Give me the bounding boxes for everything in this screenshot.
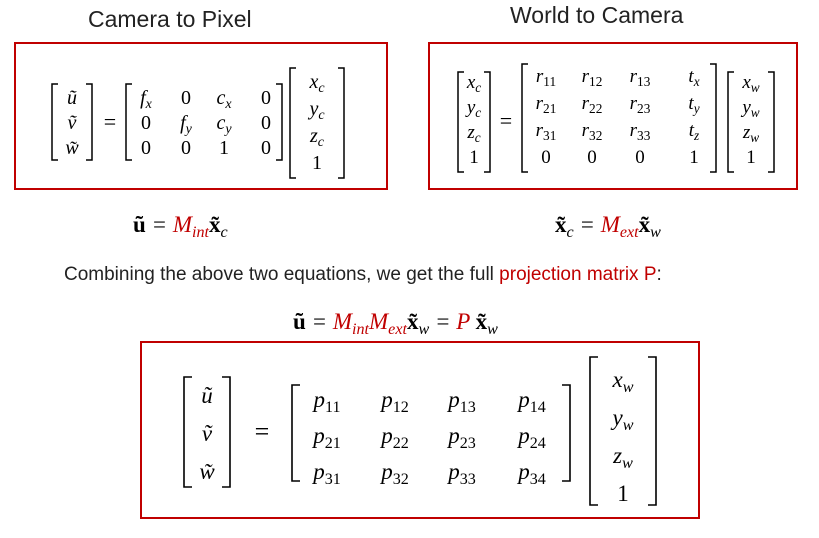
projection-equation-box	[140, 341, 700, 519]
projection-matrix-entry-r2c1: p32	[379, 459, 409, 488]
projection-lhs-entry-1: ṽ	[202, 421, 213, 446]
intrinsic-equation-box	[14, 42, 388, 190]
projection-vector-entry-3: 1	[617, 481, 629, 506]
intrinsic-matrix-entry-r1c0: 0	[141, 112, 151, 134]
intrinsic-matrix-entry-r2c3: 0	[261, 137, 271, 159]
projection-lhs-entry-0: ũ	[201, 383, 213, 408]
extrinsic-vector-entry-3: 1	[746, 147, 756, 168]
combining-sentence: Combining the above two equations, we ge…	[64, 264, 662, 286]
intrinsic-lhs-entry-1: ṽ	[68, 112, 78, 134]
intrinsic-lhs-entry-2: w̃	[65, 137, 79, 159]
intrinsic-matrix-entry-r2c2: 1	[219, 137, 229, 159]
world-to-camera-heading: World to Camera	[510, 2, 684, 28]
projection-matrix-highlight: projection matrix P	[499, 264, 657, 285]
projection-matrix-equation: ũṽ w̃ = p11 p12 p13 p14 p21 p22 p23 p24 p31 p32 p33…	[183, 356, 657, 506]
intrinsic-matrix-entry-r0c0: fx	[140, 87, 153, 112]
extrinsic-matrix-entry-r1c3: ty	[688, 93, 699, 116]
projection-equation: ũ = MintMextx̃w = P x̃w	[293, 309, 498, 338]
extrinsic-equation: x̃c = Mextx̃w	[555, 212, 661, 241]
intrinsic-matrix-entry-r2c0: 0	[141, 137, 151, 159]
projection-matrix-entry-r1c2: p23	[446, 423, 476, 452]
sentence-prefix: Combining the above two equations, we ge…	[64, 264, 500, 285]
projection-vector-entry-2: zw	[612, 443, 633, 472]
camera-to-pixel-heading: Camera to Pixel	[88, 6, 252, 32]
extrinsic-matrix-entry-r0c1: r12	[582, 66, 603, 89]
extrinsic-matrix-entry-r2c3: tz	[689, 120, 699, 143]
intrinsic-vector-entry-2: zc	[309, 125, 325, 150]
extrinsic-matrix-entry-r2c2: r33	[630, 120, 651, 143]
extrinsic-matrix-entry-r3c3: 1	[689, 147, 699, 168]
svg-text:=: =	[104, 109, 116, 134]
projection-vector-entry-1: yw	[611, 405, 634, 434]
projection-matrix-entry-r1c1: p22	[379, 423, 409, 452]
projection-matrix-entry-r1c0: p21	[311, 423, 341, 452]
projection-vector-entry-0: xw	[612, 367, 634, 396]
extrinsic-lhs-entry-0: xc	[466, 72, 481, 95]
projection-matrix-entry-r0c3: p14	[516, 387, 546, 416]
extrinsic-vector-entry-1: yw	[740, 97, 759, 120]
intrinsic-vector-entry-1: yc	[307, 98, 325, 123]
intrinsic-equation: ũ = Mintx̃c	[133, 212, 228, 241]
intrinsic-lhs-entry-0: ũ	[67, 87, 77, 109]
projection-matrix-entry-r0c1: p12	[379, 387, 409, 416]
extrinsic-matrix-entry-r3c2: 0	[635, 147, 645, 168]
extrinsic-matrix-entry-r0c3: tx	[688, 66, 699, 89]
intrinsic-matrix-entry-r0c1: 0	[181, 87, 191, 109]
intrinsic-matrix-entry-r0c3: 0	[261, 87, 271, 109]
intrinsic-vector-entry-3: 1	[312, 152, 322, 174]
intrinsic-matrix-entry-r1c2: cy	[216, 112, 232, 137]
extrinsic-lhs-entry-2: zc	[466, 122, 480, 145]
projection-matrix-entry-r2c0: p31	[311, 459, 341, 488]
sentence-suffix: :	[656, 264, 662, 285]
svg-text:=: =	[255, 417, 270, 446]
extrinsic-matrix-entry-r1c0: r21	[536, 93, 557, 116]
extrinsic-matrix-entry-r2c1: r32	[582, 120, 603, 143]
projection-matrix-entry-r2c2: p33	[446, 459, 476, 488]
extrinsic-lhs-entry-3: 1	[469, 147, 479, 168]
extrinsic-vector-entry-2: zw	[742, 122, 759, 145]
intrinsic-matrix-entry-r1c1: fy	[180, 112, 193, 137]
intrinsic-matrix-entry-r0c2: cx	[216, 87, 232, 112]
extrinsic-lhs-entry-1: yc	[465, 97, 481, 120]
projection-matrix-entry-r2c3: p34	[516, 459, 546, 488]
intrinsic-matrix-entry-r2c1: 0	[181, 137, 191, 159]
projection-matrix-entry-r0c2: p13	[446, 387, 476, 416]
extrinsic-matrix-entry-r2c0: r31	[536, 120, 557, 143]
projection-matrix-entry-r1c3: p24	[516, 423, 546, 452]
extrinsic-matrix-entry-r0c2: r13	[630, 66, 651, 89]
extrinsic-equation-box	[428, 42, 798, 190]
extrinsic-matrix-entry-r3c0: 0	[541, 147, 551, 168]
extrinsic-matrix-entry-r1c1: r22	[582, 93, 603, 116]
extrinsic-matrix-entry-r0c0: r11	[536, 66, 556, 89]
projection-matrix-entry-r0c0: p11	[312, 387, 341, 416]
projection-lhs-entry-2: w̃	[199, 459, 215, 484]
intrinsic-matrix-entry-r1c3: 0	[261, 112, 271, 134]
extrinsic-vector-entry-0: xw	[741, 72, 759, 95]
intrinsic-vector-entry-0: xc	[308, 71, 325, 96]
extrinsic-matrix-entry-r1c2: r23	[630, 93, 651, 116]
extrinsic-matrix-entry-r3c1: 0	[587, 147, 597, 168]
svg-text:=: =	[500, 108, 512, 133]
